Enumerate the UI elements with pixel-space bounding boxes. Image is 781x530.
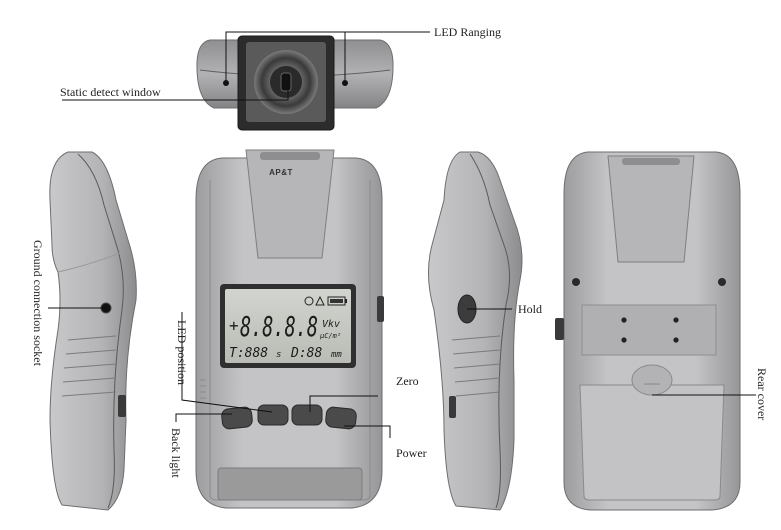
- label-led-ranging: LED Ranging: [434, 25, 501, 39]
- lcd-display: [225, 289, 351, 363]
- label-hold: Hold: [518, 302, 542, 316]
- lcd-sign: +: [229, 316, 239, 335]
- brand-logo: AP&T: [269, 168, 293, 177]
- left-side-view: [48, 151, 137, 511]
- label-led-position: LED position: [175, 320, 189, 385]
- right-side-view: [427, 151, 523, 511]
- lcd-time-unit: s: [276, 350, 281, 360]
- label-static-detect-window: Static detect window: [60, 85, 161, 99]
- label-rear-cover: Rear cover: [755, 368, 769, 421]
- lcd-time-readout: T:888: [229, 346, 268, 361]
- lcd-unit-bottom: μC/m²: [319, 332, 341, 340]
- label-power: Power: [396, 446, 427, 460]
- power-button[interactable]: [325, 406, 357, 430]
- solar-panel: [217, 467, 363, 501]
- rear-view: [555, 151, 756, 511]
- lcd-distance-unit: mm: [330, 350, 342, 360]
- top-view: [62, 31, 430, 131]
- label-ground-connection-socket: Ground connection socket: [31, 240, 45, 366]
- label-back-light: Back light: [169, 428, 183, 478]
- back-light-button[interactable]: [221, 406, 253, 430]
- led-position-button[interactable]: [257, 404, 289, 426]
- lcd-status-icons: [304, 295, 347, 306]
- front-view: AP&T + 8.8.8.8 Vkv μC/m² T:888 s D:88 mm: [175, 149, 391, 509]
- lcd-distance-readout: D:88: [290, 346, 322, 361]
- rear-cover: [579, 384, 725, 501]
- zero-button[interactable]: [291, 404, 323, 426]
- label-zero: Zero: [396, 374, 419, 388]
- lcd-main-digits: 8.8.8.8: [240, 310, 318, 343]
- lcd-unit-top: Vkv: [322, 319, 340, 330]
